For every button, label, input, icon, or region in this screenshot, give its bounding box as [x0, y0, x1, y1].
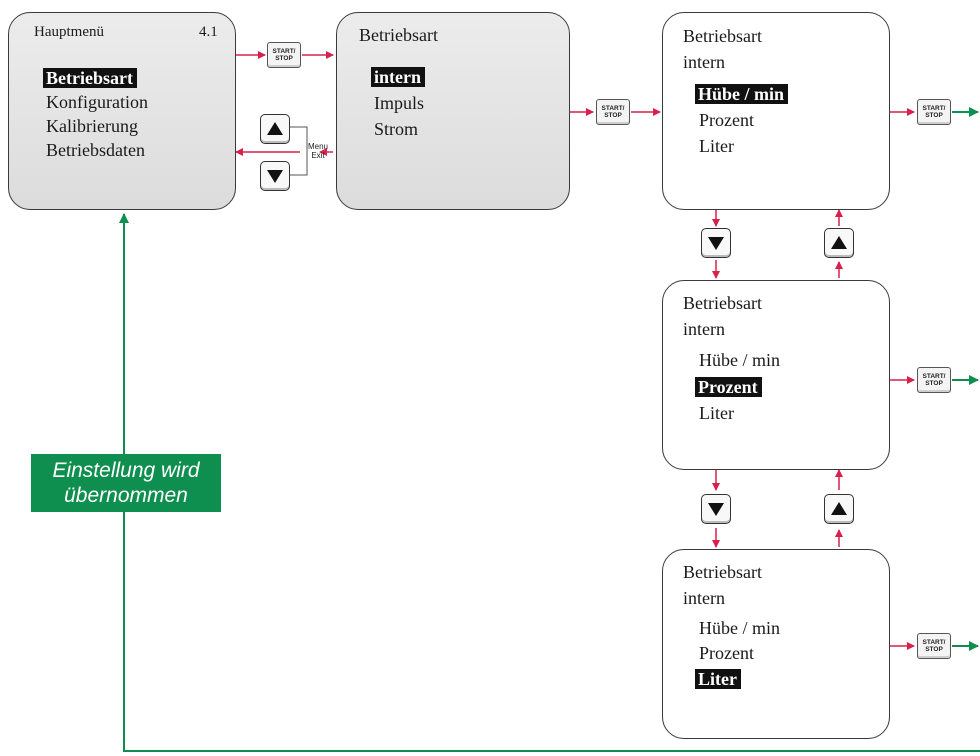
betriebsart-item-impuls[interactable]: Impuls: [374, 93, 425, 113]
down-key[interactable]: [260, 161, 290, 191]
down-triangle-icon: [267, 170, 283, 183]
intern-subtitle: intern: [683, 588, 725, 608]
main-menu-item-kalibrierung[interactable]: Kalibrierung: [46, 116, 138, 136]
main-menu-screen: Hauptmenü 4.1 Betriebsart Konfiguration …: [8, 12, 236, 210]
up-triangle-icon: [831, 502, 847, 515]
option-prozent[interactable]: Prozent: [699, 110, 754, 130]
down-key[interactable]: [701, 228, 731, 258]
up-key[interactable]: [824, 228, 854, 258]
intern-screen-prozent: Betriebsart intern Hübe / min Prozent Li…: [662, 280, 890, 470]
start-stop-button[interactable]: START/STOP: [917, 367, 951, 393]
main-menu-item-betriebsart[interactable]: Betriebsart: [43, 68, 137, 88]
up-triangle-icon: [267, 122, 283, 135]
intern-screen-liter: Betriebsart intern Hübe / min Prozent Li…: [662, 549, 890, 739]
intern-subtitle: intern: [683, 319, 725, 339]
option-prozent[interactable]: Prozent: [699, 643, 754, 663]
up-triangle-icon: [831, 236, 847, 249]
option-huebe-min[interactable]: Hübe / min: [699, 350, 780, 370]
main-menu-number: 4.1: [199, 24, 218, 40]
start-stop-button[interactable]: START/STOP: [917, 633, 951, 659]
option-prozent[interactable]: Prozent: [695, 377, 762, 397]
down-triangle-icon: [708, 503, 724, 516]
start-stop-button[interactable]: START/STOP: [596, 99, 630, 125]
up-key[interactable]: [824, 494, 854, 524]
intern-title: Betriebsart: [683, 293, 762, 313]
betriebsart-item-strom[interactable]: Strom: [374, 119, 419, 139]
start-stop-button[interactable]: START/STOP: [267, 42, 301, 68]
main-menu-item-betriebsdaten[interactable]: Betriebsdaten: [46, 140, 145, 160]
betriebsart-screen: Betriebsart intern Impuls Strom: [336, 12, 570, 210]
option-liter[interactable]: Liter: [699, 136, 734, 156]
betriebsart-title: Betriebsart: [359, 25, 438, 45]
option-huebe-min[interactable]: Hübe / min: [699, 618, 780, 638]
intern-subtitle: intern: [683, 52, 725, 72]
intern-title: Betriebsart: [683, 562, 762, 582]
main-menu-item-konfiguration[interactable]: Konfiguration: [46, 92, 148, 112]
betriebsart-item-intern[interactable]: intern: [371, 67, 425, 87]
start-stop-button[interactable]: START/STOP: [917, 99, 951, 125]
option-huebe-min[interactable]: Hübe / min: [695, 84, 789, 104]
intern-title: Betriebsart: [683, 26, 762, 46]
confirmation-label: Einstellung wird übernommen: [31, 454, 221, 512]
down-key[interactable]: [701, 494, 731, 524]
option-liter[interactable]: Liter: [699, 403, 734, 423]
option-liter[interactable]: Liter: [695, 669, 741, 689]
intern-screen-huebe: Betriebsart intern Hübe / min Prozent Li…: [662, 12, 890, 210]
down-triangle-icon: [708, 237, 724, 250]
main-menu-title: Hauptmenü: [34, 24, 104, 40]
up-key[interactable]: [260, 114, 290, 144]
